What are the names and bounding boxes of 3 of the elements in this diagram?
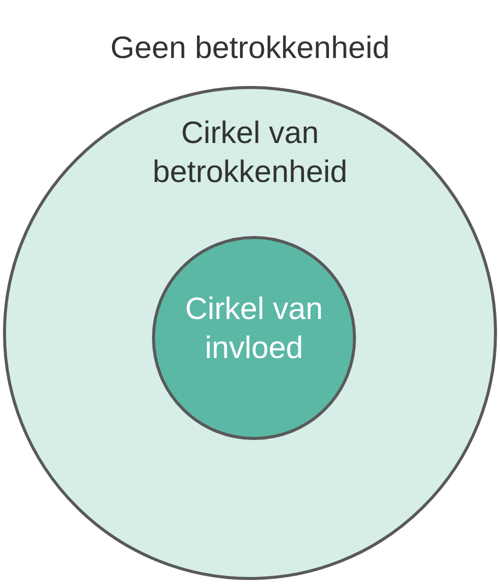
circle-label: Cirkel van invloed: [184, 290, 324, 367]
circle-label: Cirkel van betrokkenheid: [152, 114, 348, 191]
outer-label: Geen betrokkenheid: [109, 29, 391, 67]
